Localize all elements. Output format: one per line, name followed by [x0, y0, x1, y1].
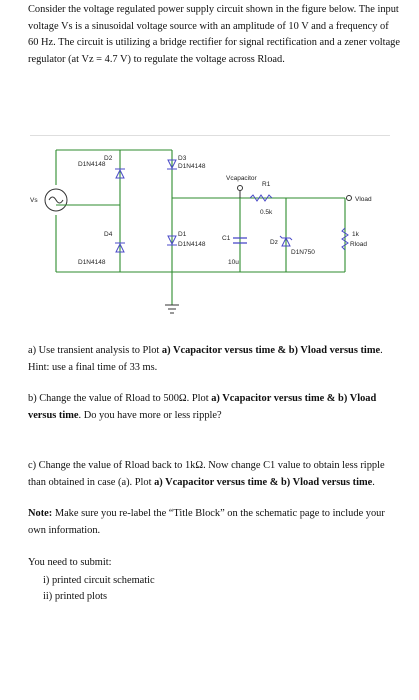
r1-label: R1: [262, 181, 271, 188]
c1-value: 10u: [228, 259, 239, 266]
question-b-text-1: b) Change the value of Rload to 500Ω. Pl…: [28, 393, 212, 404]
dz-label: Dz: [270, 239, 278, 246]
d3-label: D3: [178, 155, 187, 162]
d2-label: D2: [104, 155, 113, 162]
submit-item: ii) printed plots: [43, 591, 108, 602]
diode-d3: [167, 159, 177, 170]
question-c-text-2: .: [372, 476, 375, 488]
c1-label: C1: [222, 235, 231, 242]
d2-part: D1N4148: [78, 161, 106, 168]
vcapacitor-probe: [237, 185, 243, 198]
rload-label: Rload: [350, 241, 367, 248]
bridge-wires: [56, 149, 346, 305]
d3-part: D1N4148: [178, 163, 206, 170]
d4-label: D4: [104, 231, 113, 238]
vload-probe: [346, 195, 352, 201]
ground-symbol: [165, 304, 179, 314]
resistor-r1: [249, 194, 273, 202]
question-b-text-2: . Do you have more or less ripple?: [78, 409, 222, 421]
question-a-text-1: a) Use transient analysis to Plot: [28, 345, 162, 356]
grid-dots: [30, 135, 390, 136]
question-a: a) Use transient analysis to Plot a) Vca…: [28, 343, 400, 376]
d4-part: D1N4148: [78, 259, 106, 266]
d1-label: D1: [178, 231, 187, 238]
note-label: Note:: [28, 508, 53, 519]
note-text: Make sure you re-label the “Title Block”…: [28, 508, 385, 536]
resistor-rload: [341, 227, 349, 251]
capacitor-c1: [233, 237, 247, 244]
d1-part: D1N4148: [178, 241, 206, 248]
diode-d4: [115, 242, 125, 253]
circuit-schematic: Vs D2 D1N4148 D3 D1N4148 D4 D1N4148 D1: [30, 135, 390, 314]
intro-paragraph: Consider the voltage regulated power sup…: [28, 4, 400, 65]
note-paragraph: Note: Make sure you re-label the “Title …: [28, 506, 400, 539]
vload-label: Vload: [355, 196, 372, 203]
question-b: b) Change the value of Rload to 500Ω. Pl…: [28, 391, 400, 424]
diode-d1: [167, 235, 177, 246]
question-c-text-1: c) Change the value of Rload back to 1kΩ…: [28, 460, 385, 488]
vcapacitor-label: Vcapacitor: [226, 175, 258, 182]
vs-source: [44, 150, 68, 272]
question-c: c) Change the value of Rload back to 1kΩ…: [28, 458, 400, 491]
r1-value: 0.5k: [260, 209, 273, 216]
zener-dz: [279, 235, 293, 247]
rload-value: 1k: [352, 231, 360, 238]
question-b-bold: a) Vcapacitor versus time & b) Vload ver…: [28, 393, 377, 421]
diode-d2: [115, 168, 125, 179]
question-a-bold: a) Vcapacitor versus time & b) Vload ver…: [161, 345, 381, 356]
dz-part: D1N750: [291, 249, 315, 256]
question-a-text-2: . Hint: use a final time of 33 ms.: [28, 345, 383, 373]
submit-heading: You need to submit:: [28, 557, 112, 568]
vs-label: Vs: [30, 197, 38, 204]
submit-item: i) printed circuit schematic: [43, 575, 155, 586]
question-c-bold: a) Vcapacitor versus time & b) Vload ver…: [154, 476, 373, 488]
